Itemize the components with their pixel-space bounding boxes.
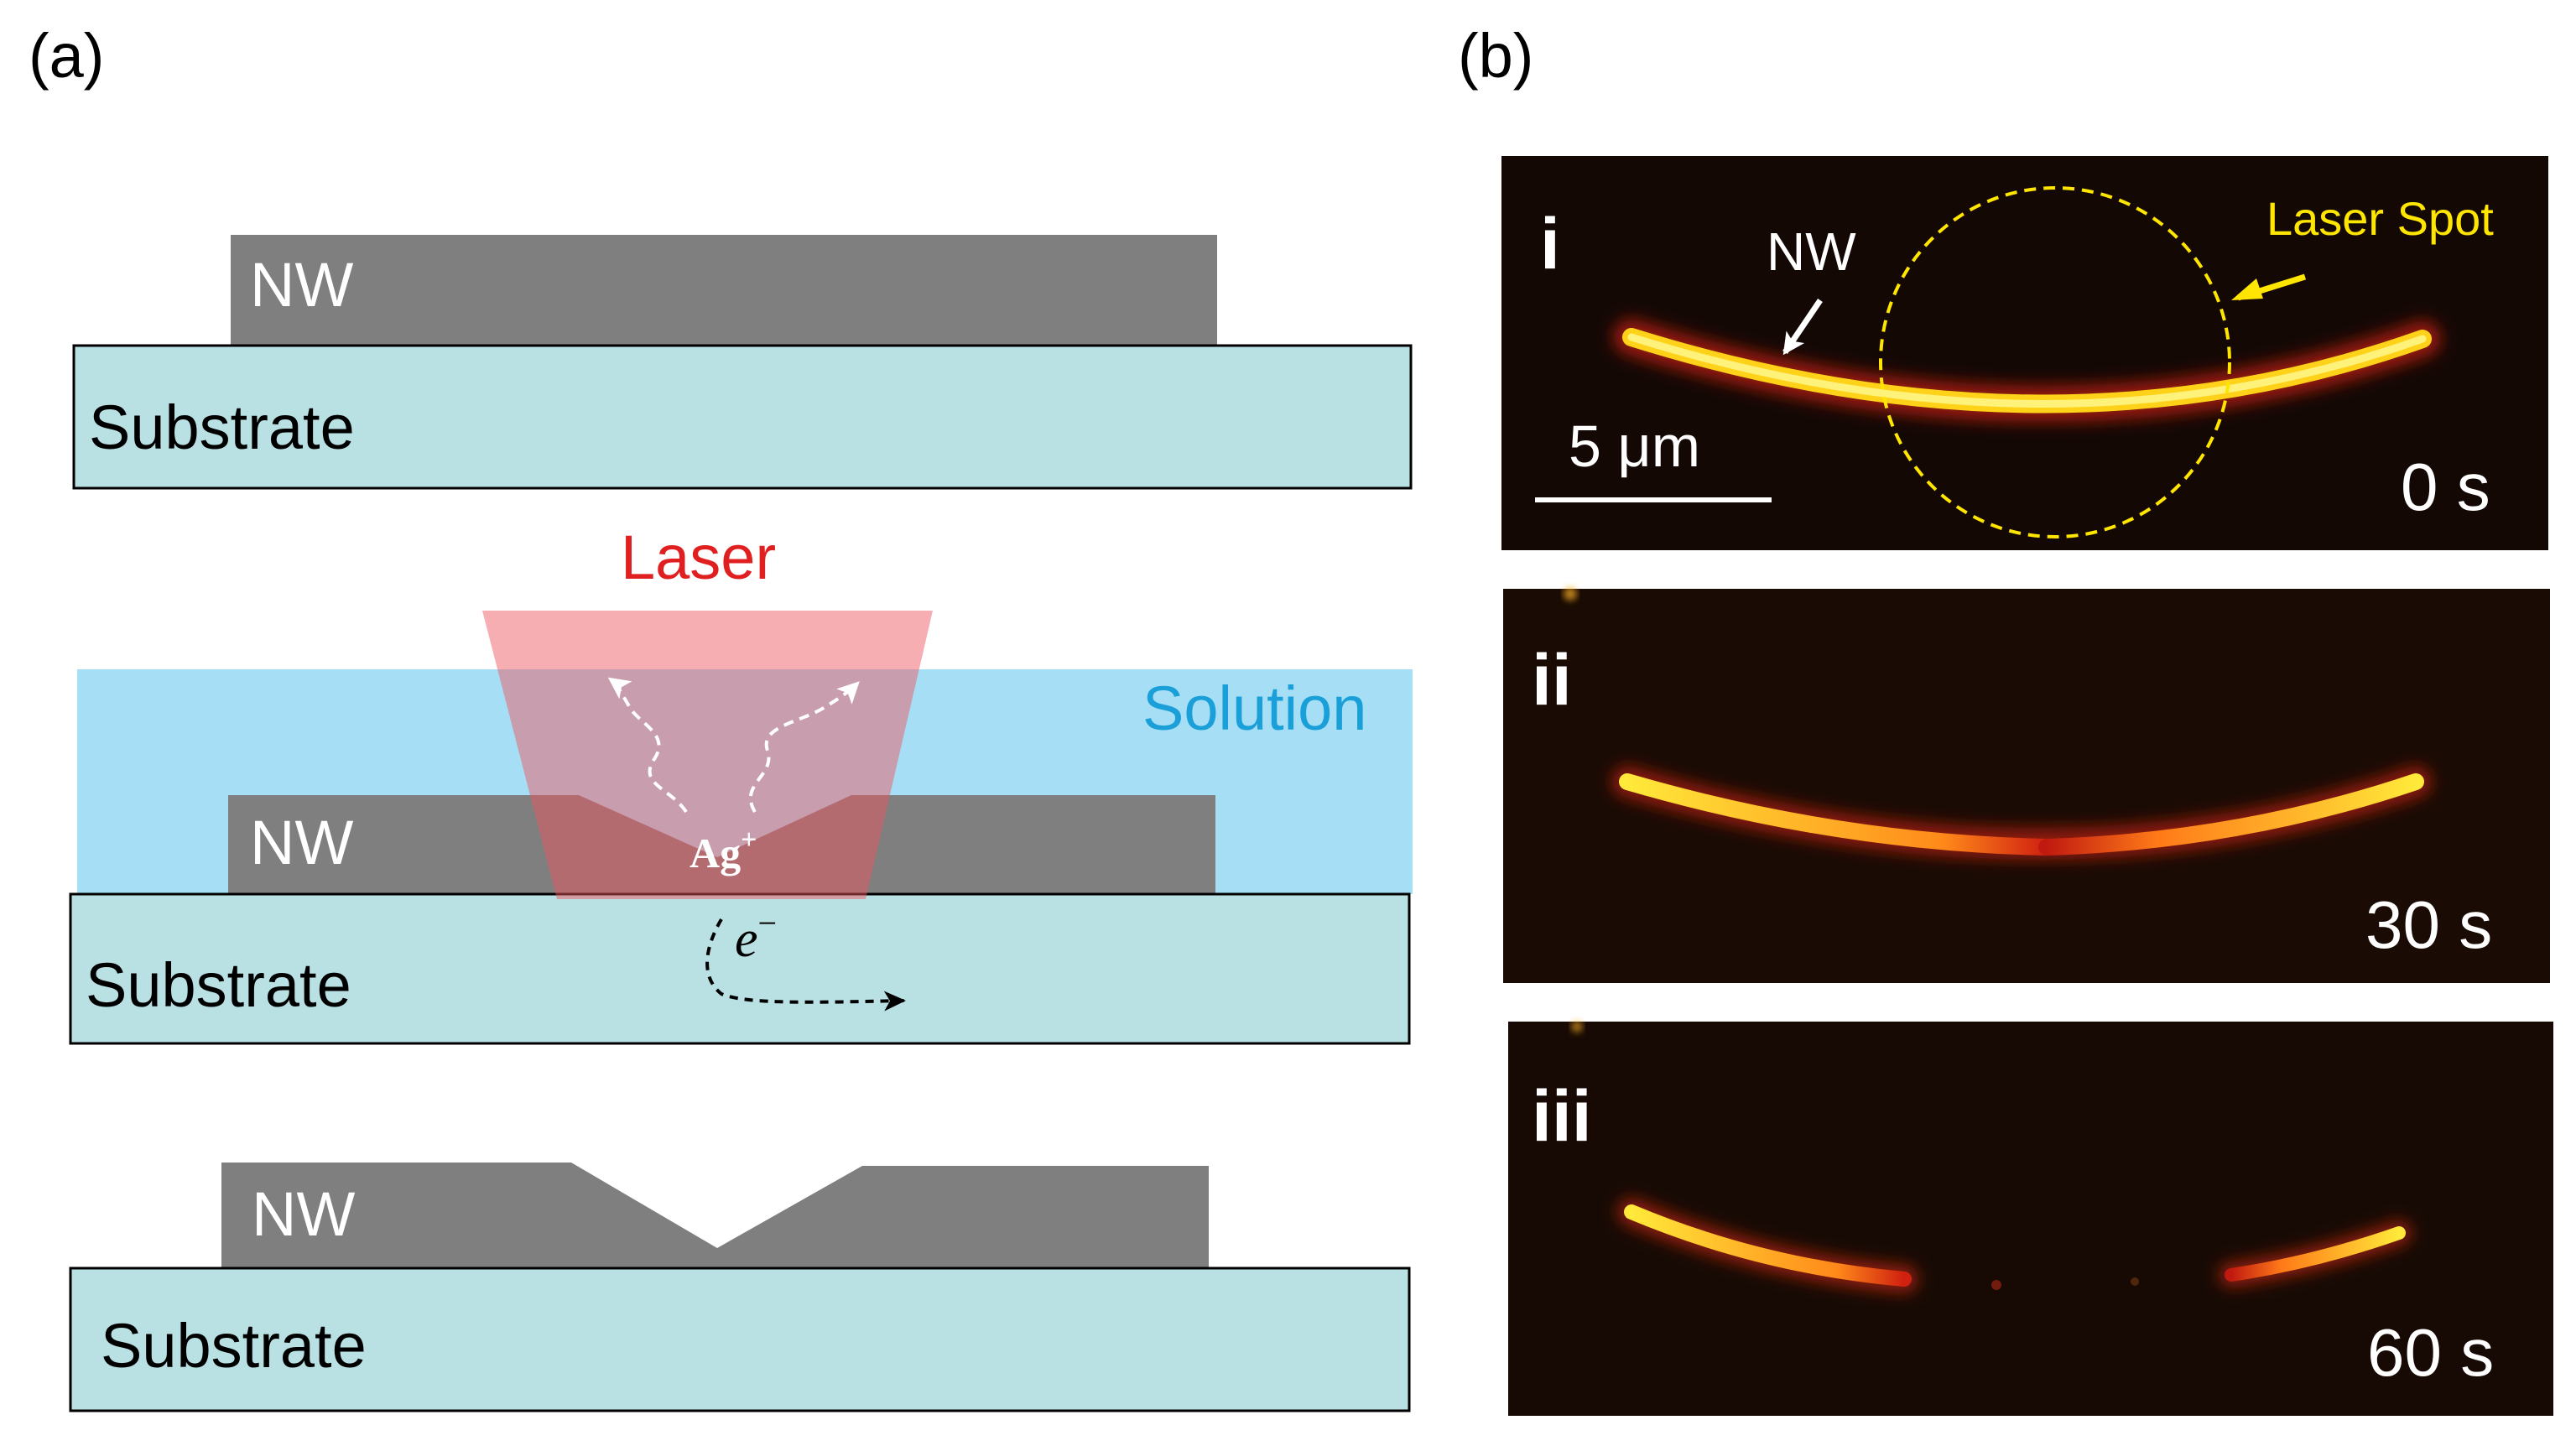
nanowire-left-ii: [1619, 773, 2055, 856]
frame-index-ii: ii: [1532, 640, 1572, 720]
solution-label: Solution: [1142, 674, 1366, 743]
nw-label-step3: NW: [252, 1179, 355, 1249]
nw-block-step2: [228, 795, 1215, 894]
time-label-i: 0 s: [2401, 450, 2490, 524]
nanowire-left-iii: [1624, 1204, 1912, 1287]
nw-annotation: NW: [1767, 221, 1856, 282]
substrate-label-step2: Substrate: [86, 950, 351, 1020]
time-label-iii: 60 s: [2367, 1315, 2494, 1390]
nw-label-step2: NW: [250, 808, 353, 877]
ion-path-left: [607, 677, 688, 814]
step-2-schematic: Laser Solution NW Substrate Ag+ e−: [69, 523, 1413, 1045]
ion-path-right: [748, 681, 860, 814]
frame-index-i: i: [1540, 204, 1560, 284]
nw-pointer-arrow: [1782, 299, 1823, 356]
laser-spot-circle: [1879, 186, 2231, 538]
frame-index-iii: iii: [1532, 1076, 1592, 1157]
panel-a-label: (a): [29, 21, 104, 91]
micrograph-frame-ii: ii 30 s: [1503, 587, 2550, 983]
time-label-ii: 30 s: [2365, 887, 2492, 962]
substrate-step3: [69, 1267, 1411, 1412]
laser-spot-annotation: Laser Spot: [2266, 192, 2494, 245]
substrate-step2: [69, 892, 1411, 1045]
substrate-step1: [72, 344, 1413, 490]
nw-label-step1: NW: [250, 250, 353, 320]
electron-label: e−: [735, 904, 777, 968]
scale-bar-label: 5 μm: [1569, 414, 1700, 479]
panel-b-label: (b): [1458, 21, 1533, 91]
nanowire-right-ii: [2038, 773, 2424, 856]
laser-beam: [482, 611, 933, 899]
step-1-schematic: NW Substrate: [72, 235, 1413, 490]
nanowire-right-iii: [2225, 1226, 2406, 1282]
step-3-schematic: NW Substrate: [69, 1163, 1411, 1412]
nw-block-step1: [231, 235, 1217, 347]
electron-path: [705, 918, 906, 1012]
laser-label: Laser: [621, 523, 776, 592]
substrate-label-step1: Substrate: [89, 393, 355, 462]
substrate-label-step3: Substrate: [101, 1311, 367, 1381]
micrograph-frame-iii: iii 60 s: [1508, 1021, 2553, 1416]
nw-block-step3: [221, 1163, 1209, 1268]
micrograph-frame-i: i NW Laser Spot 5 μm 0 s: [1501, 156, 2548, 550]
ion-label: Ag+: [690, 824, 757, 876]
